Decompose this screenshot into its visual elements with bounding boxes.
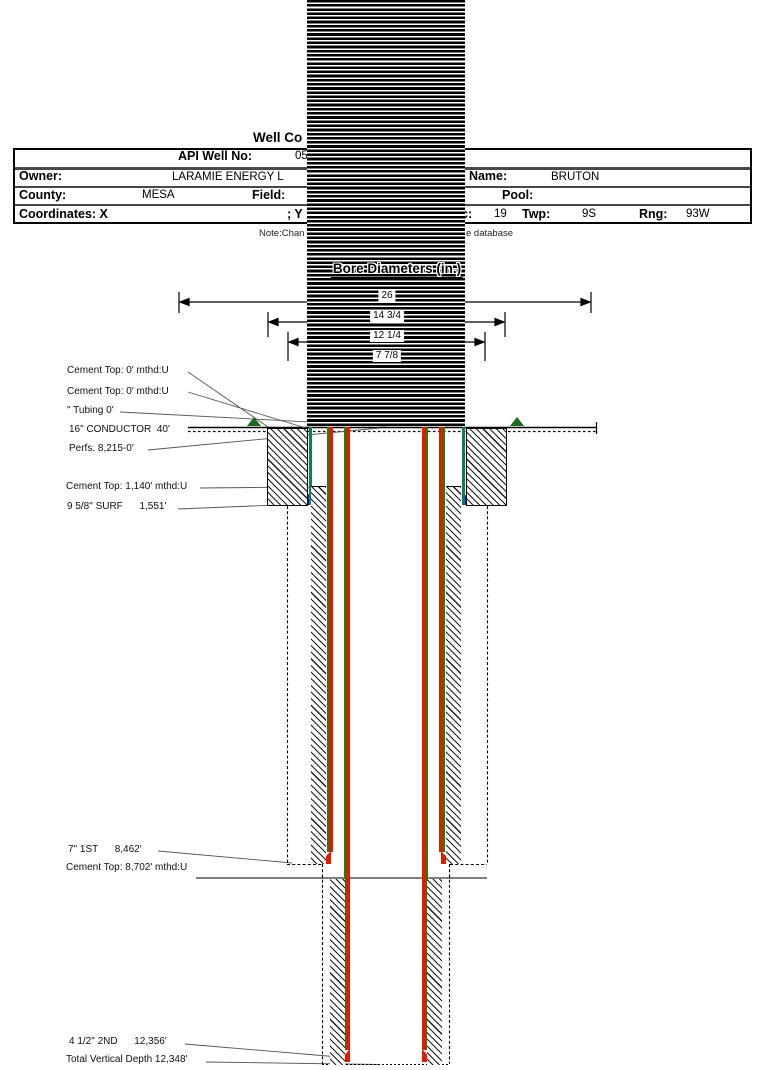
second-casing-shoe-markers <box>338 1049 434 1062</box>
cement-second-casing-left <box>330 879 345 1065</box>
label-first-casing: 7" 1ST 8,462' <box>68 844 142 855</box>
wellhead-marker-right <box>510 417 524 426</box>
label-total-vertical-depth: Total Vertical Depth 12,348' <box>66 1054 188 1065</box>
rng-label: Rng: <box>639 206 668 221</box>
field-label: Field: <box>252 188 286 202</box>
bore-dim-26: 26 <box>378 290 396 302</box>
pool-label: Pool: <box>502 188 534 202</box>
cement-upper-right <box>466 428 507 506</box>
cement-upper-left <box>267 428 308 506</box>
rng-value: 93W <box>686 207 710 220</box>
county-value: MESA <box>142 189 175 201</box>
bore-dim-7-7-8: 7 7/8 <box>372 350 402 362</box>
label-second-casing: 4 1/2" 2ND 12,356' <box>69 1036 167 1047</box>
label-surface-casing: 9 5/8" SURF 1,551' <box>67 501 167 512</box>
surface-casing-left <box>309 427 312 505</box>
api-well-no-label: API Well No: <box>178 149 253 163</box>
label-cement-top-1140: Cement Top: 1,140' mthd:U <box>66 481 188 492</box>
wellhead-markers <box>247 417 524 426</box>
well-name-value: BRUTON <box>551 170 600 183</box>
wellhead-conductor-lines <box>188 422 598 434</box>
note-text-left: Note:Chan <box>259 227 305 239</box>
wellhead-marker-left <box>247 417 261 426</box>
bore-dim-12-1-4: 12 1/4 <box>370 330 404 342</box>
label-cement-top-0-a: Cement Top: 0' mthd:U <box>67 365 169 376</box>
second-casing-right <box>422 427 428 1050</box>
label-tubing: " Tubing 0' <box>67 405 114 416</box>
note-text-right: e database <box>466 227 514 239</box>
first-casing-shoe-markers <box>318 851 454 864</box>
first-casing-right <box>439 427 445 852</box>
bore-diameters-title: Bore Diameters (in.) <box>330 261 464 278</box>
first-casing-left <box>327 427 333 852</box>
api-well-no-value: 05 <box>295 150 308 162</box>
owner-value: LARAMIE ENERGY L <box>172 170 284 183</box>
label-cement-top-8702: Cement Top: 8,702' mthd:U <box>66 862 188 873</box>
label-perfs: Perfs. 8,215-0' <box>69 443 134 454</box>
bore-dim-14-3-4: 14 3/4 <box>370 310 404 322</box>
sec-value: 19 <box>494 207 507 220</box>
surface-casing-right <box>462 427 465 505</box>
sec-label: c: <box>461 206 473 221</box>
cement-first-casing-left <box>311 486 326 864</box>
twp-label: Twp: <box>522 206 551 221</box>
label-conductor: 16" CONDUCTOR 40' <box>69 424 170 435</box>
redaction-stripes-band <box>307 0 465 426</box>
coordinates-label: Coordinates: X <box>19 206 108 221</box>
well-name-label: l Name: <box>462 169 508 183</box>
cement-first-casing-right <box>446 486 461 864</box>
twp-value: 9S <box>582 207 597 220</box>
second-casing-left <box>344 427 350 1050</box>
county-label: County: <box>19 188 67 202</box>
coordinates-y-label: ; Y <box>287 206 303 221</box>
page-title: Well Co <box>253 130 303 145</box>
cement-second-casing-right <box>427 879 442 1065</box>
owner-label: Owner: <box>19 169 63 183</box>
label-cement-top-0-b: Cement Top: 0' mthd:U <box>67 386 169 397</box>
